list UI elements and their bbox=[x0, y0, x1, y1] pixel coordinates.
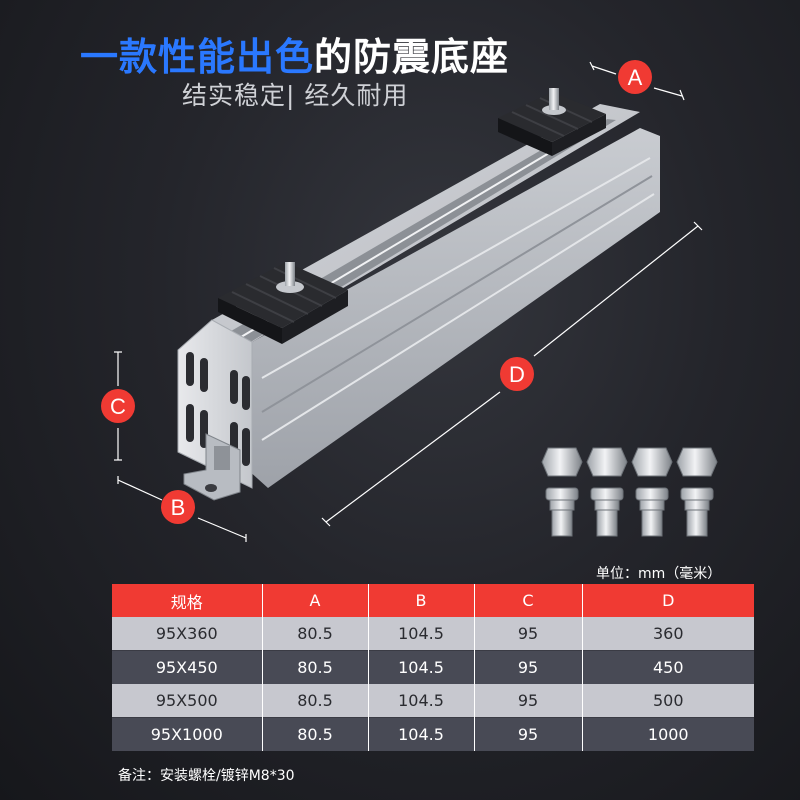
cell-spec: 95X450 bbox=[112, 650, 263, 684]
header-spec: 规格 bbox=[112, 584, 263, 617]
unit-note: 单位：mm（毫米） bbox=[596, 566, 722, 582]
cell-spec: 95X360 bbox=[112, 617, 263, 651]
dimension-badge-b: B bbox=[161, 490, 195, 524]
cell-spec: 95X500 bbox=[112, 684, 263, 718]
product-illustration: A B C D bbox=[101, 60, 718, 542]
table-row: 95X450 80.5 104.5 95 450 bbox=[112, 650, 754, 684]
table-row: 95X1000 80.5 104.5 95 1000 bbox=[112, 717, 754, 751]
header-c: C bbox=[474, 584, 583, 617]
rubber-pad-rear bbox=[498, 88, 606, 156]
title-rest: 的防震底座 bbox=[314, 35, 510, 79]
page-subtitle: 结实稳定| 经久耐用 bbox=[182, 81, 409, 110]
cell-a: 80.5 bbox=[262, 684, 369, 718]
cell-a: 80.5 bbox=[262, 650, 369, 684]
dimension-badge-c: C bbox=[101, 389, 135, 423]
table-row: 95X360 80.5 104.5 95 360 bbox=[112, 617, 754, 651]
badge-b-label: B bbox=[171, 495, 186, 520]
dimension-badge-d: D bbox=[500, 357, 534, 391]
badge-d-label: D bbox=[509, 362, 525, 387]
bolt-4 bbox=[676, 447, 718, 537]
cell-b: 104.5 bbox=[368, 717, 475, 751]
bolt-2 bbox=[586, 447, 628, 537]
cell-c: 95 bbox=[474, 617, 583, 651]
badge-c-label: C bbox=[110, 394, 126, 419]
header-d: D bbox=[582, 584, 754, 617]
cell-d: 360 bbox=[582, 617, 754, 651]
cell-c: 95 bbox=[474, 717, 583, 751]
table-header-row: 规格 A B C D bbox=[112, 584, 754, 617]
header-b: B bbox=[368, 584, 475, 617]
cell-c: 95 bbox=[474, 684, 583, 718]
dimension-badge-a: A bbox=[618, 60, 652, 94]
bolt-1 bbox=[541, 447, 583, 537]
cell-d: 1000 bbox=[582, 717, 754, 751]
cell-d: 500 bbox=[582, 684, 754, 718]
badge-a-label: A bbox=[628, 65, 643, 90]
cell-spec: 95X1000 bbox=[112, 717, 263, 751]
page-title: 一款性能出色的防震底座 bbox=[80, 26, 509, 81]
cell-b: 104.5 bbox=[368, 650, 475, 684]
title-highlight: 一款性能出色 bbox=[80, 35, 315, 79]
mounting-bracket bbox=[183, 433, 241, 501]
header-a: A bbox=[262, 584, 369, 617]
cell-b: 104.5 bbox=[368, 617, 475, 651]
footnote: 备注：安装螺栓/镀锌M8*30 bbox=[118, 768, 295, 784]
table-row: 95X500 80.5 104.5 95 500 bbox=[112, 684, 754, 718]
cell-a: 80.5 bbox=[262, 617, 369, 651]
rubber-pad-front bbox=[218, 262, 348, 344]
cell-d: 450 bbox=[582, 650, 754, 684]
cell-a: 80.5 bbox=[262, 717, 369, 751]
spec-table: 规格 A B C D 95X360 80.5 104.5 95 360 95X4… bbox=[112, 584, 754, 751]
dimension-lines bbox=[114, 61, 703, 542]
cell-c: 95 bbox=[474, 650, 583, 684]
cell-b: 104.5 bbox=[368, 684, 475, 718]
bolt-3 bbox=[631, 447, 673, 537]
